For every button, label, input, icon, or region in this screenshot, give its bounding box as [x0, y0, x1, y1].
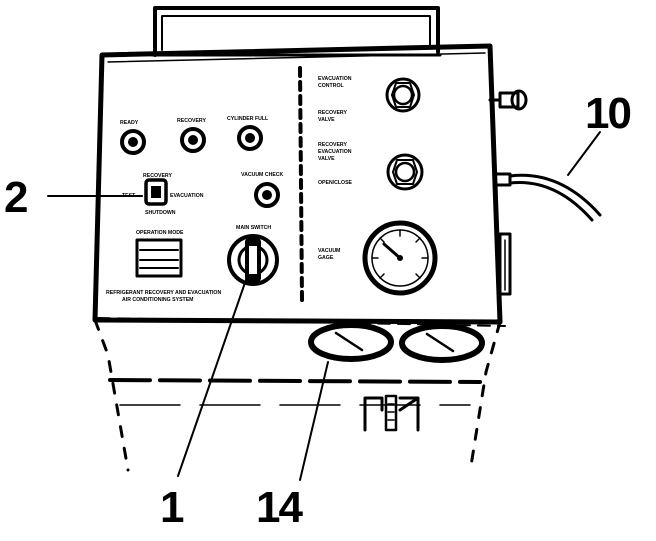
lamp-cylinder-full — [237, 125, 263, 151]
main-switch-knob[interactable] — [227, 234, 279, 286]
label-evacuation: EVACUATION — [318, 76, 352, 82]
label-caption-1: REFRIGERANT RECOVERY AND EVACUATION — [106, 290, 221, 296]
lamp-vacuum-check — [254, 182, 280, 208]
high-pressure-gauge — [399, 323, 485, 363]
label-vacuum-check: VACUUM CHECK — [241, 172, 284, 178]
callout-2: 2 — [4, 173, 27, 222]
label-switch-shutdown: SHUTDOWN — [145, 210, 176, 216]
label-evacuation-e: EVACUATION — [318, 149, 352, 155]
label-gage: GAGE — [318, 255, 334, 261]
leader-line-10 — [567, 131, 601, 176]
label-open-close: OPEN/CLOSE — [318, 180, 353, 186]
label-ready: READY — [120, 120, 139, 126]
evacuation-control-valve[interactable] — [385, 77, 421, 113]
vacuum-gauge — [362, 220, 438, 296]
operation-mode-display — [135, 238, 183, 278]
label-valve-e: VALVE — [318, 156, 335, 162]
lower-fittings — [363, 394, 420, 432]
label-cylinder-full: CYLINDER FULL — [227, 116, 269, 122]
lamp-recovery — [180, 127, 206, 153]
side-fitting — [488, 89, 528, 111]
label-recovery: RECOVERY — [177, 118, 206, 124]
callout-1: 1 — [160, 483, 184, 532]
label-recovery-e: RECOVERY — [318, 142, 347, 148]
label-switch-recovery: RECOVERY — [143, 173, 172, 179]
panel-housing — [92, 43, 503, 325]
label-switch-evacuation: EVACUATION — [170, 193, 204, 199]
label-vacuum: VACUUM — [318, 248, 340, 254]
label-main-switch: MAIN SWITCH — [236, 225, 271, 231]
mode-toggle-switch[interactable] — [144, 178, 168, 206]
side-connector — [498, 232, 512, 296]
callout-14: 14 — [256, 483, 303, 532]
label-recovery-r: RECOVERY — [318, 110, 347, 116]
label-switch-test: TEST — [122, 193, 136, 199]
label-valve-r: VALVE — [318, 117, 335, 123]
lamp-ready — [120, 129, 146, 155]
leader-line-14 — [299, 361, 329, 481]
label-caption-2: AIR CONDITIONING SYSTEM — [122, 297, 193, 303]
recovery-evacuation-valve[interactable] — [386, 153, 424, 191]
lower-cabinet — [93, 317, 506, 474]
low-pressure-gauge — [308, 322, 394, 362]
label-operation-mode: OPERATION MODE — [136, 230, 184, 236]
hose — [492, 172, 602, 222]
leader-line-1 — [177, 273, 249, 477]
callout-10: 10 — [585, 89, 630, 138]
label-control: CONTROL — [318, 83, 344, 89]
